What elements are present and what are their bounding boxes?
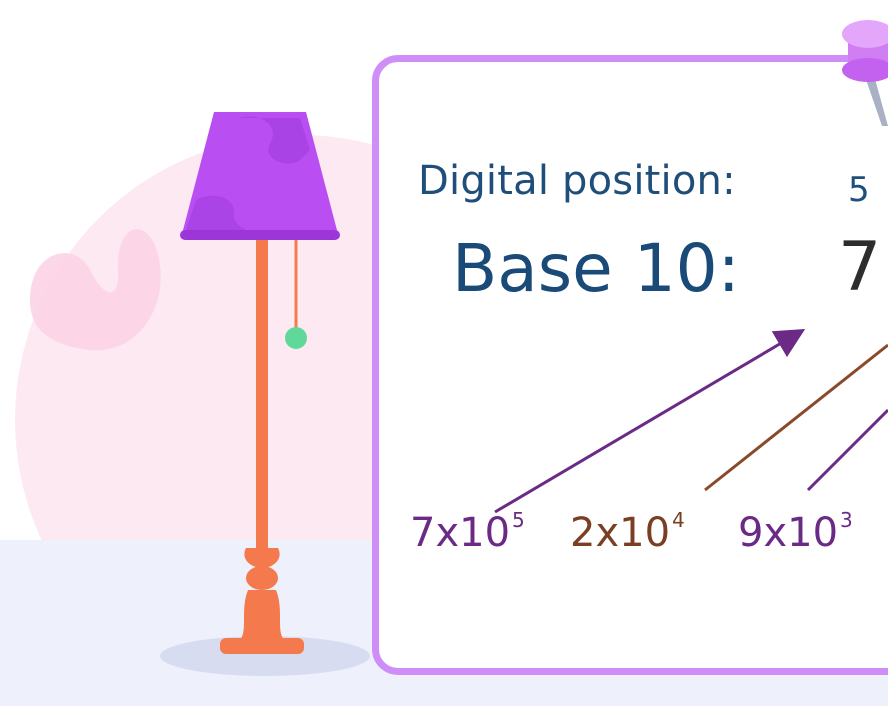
base-label: Base 10: xyxy=(452,230,740,307)
term-exponent: 4 xyxy=(672,508,685,532)
term-base: 9x10 xyxy=(738,510,839,556)
digital-position-label: Digital position: xyxy=(418,158,736,204)
floor-lamp-icon xyxy=(180,112,340,654)
term-exponent: 3 xyxy=(840,508,853,532)
position-value: 5 xyxy=(848,170,870,210)
pull-bead xyxy=(285,327,307,349)
push-pin-icon xyxy=(842,20,888,126)
term-base: 2x10 xyxy=(570,510,671,556)
term-exponent: 5 xyxy=(512,508,525,532)
term-base: 7x10 xyxy=(410,510,511,556)
decorative-curl-icon xyxy=(30,229,161,351)
leading-digit: 7 xyxy=(838,228,882,307)
lamp-shadow xyxy=(160,636,370,676)
place-value-board xyxy=(372,55,888,675)
